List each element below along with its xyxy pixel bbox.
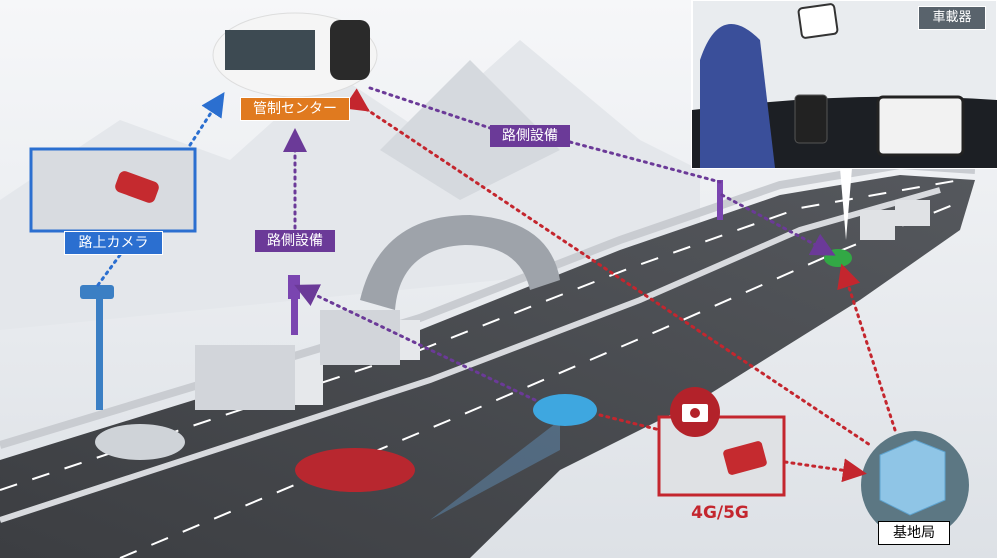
trucks: [195, 200, 930, 410]
link-car-to-dashcam: [598, 413, 662, 432]
link-base-to-green-car: [837, 263, 897, 432]
link-camera-pole: [96, 253, 122, 287]
link-dashcam-to-base: [783, 458, 867, 483]
roadside-unit-label-top: 路側設備: [490, 125, 570, 147]
link-camera-to-center: [188, 91, 225, 147]
road-camera-label: 路上カメラ: [64, 231, 163, 255]
blue-car: [533, 394, 597, 426]
link-center-to-roadside-right: [368, 86, 722, 184]
server-rack-icon: [879, 439, 946, 516]
control-center-label: 管制センター: [240, 97, 350, 121]
red-car: [295, 448, 415, 492]
onboard-unit-label: 車載器: [918, 6, 986, 30]
roadside-pole-right: [717, 180, 723, 220]
network-label: 4G/5G: [691, 503, 749, 523]
road-camera-image: [29, 147, 197, 233]
white-car: [95, 424, 185, 460]
link-roadside-to-green-car: [720, 193, 836, 256]
camera-pole: [96, 290, 103, 410]
green-car: [824, 249, 852, 267]
tunnel: [360, 215, 560, 310]
base-station-label: 基地局: [878, 521, 950, 545]
highway: [0, 175, 975, 558]
roadside-unit-label-left: 路側設備: [255, 230, 335, 252]
link-center-to-base: [343, 88, 872, 447]
link-car-to-roadside-left: [294, 284, 537, 402]
